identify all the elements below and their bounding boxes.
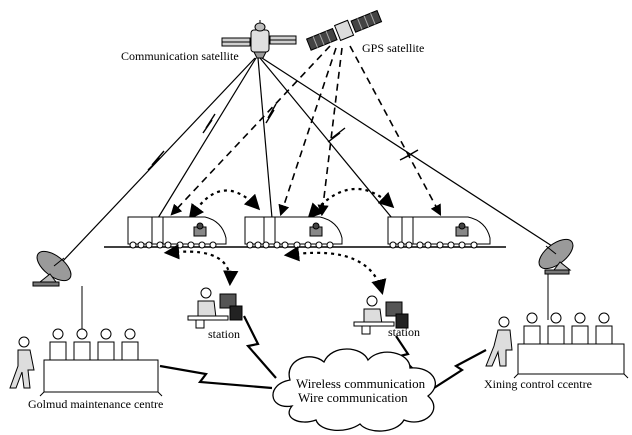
satellite-dish-icon xyxy=(32,250,72,287)
station-left-label: station xyxy=(208,327,240,341)
link-sat-to-train3 xyxy=(259,57,393,219)
gps-satellite-label: GPS satellite xyxy=(362,41,424,55)
xining-centre-label: Xining control ccentre xyxy=(484,377,592,391)
communication-satellite-label: Communication satellite xyxy=(121,49,239,63)
train-to-station-links xyxy=(163,244,387,295)
communication-satellite-icon xyxy=(221,20,297,59)
golmud-centre-label: Golmud maintenance centre xyxy=(28,397,163,411)
link-sat-to-train1 xyxy=(157,57,257,219)
golmud-to-cloud xyxy=(159,364,273,390)
train-icon xyxy=(244,216,343,249)
control-centre-icon xyxy=(485,312,629,379)
station-operator-icon xyxy=(187,287,243,329)
cloud-icon xyxy=(272,348,436,432)
train-icon xyxy=(127,216,227,249)
xining-to-cloud xyxy=(433,349,487,389)
station-left-to-cloud xyxy=(243,315,277,379)
station-right-label: station xyxy=(388,325,420,339)
control-centre-icon xyxy=(9,328,163,397)
wire-links xyxy=(159,315,487,390)
cloud-wire-label: Wire communication xyxy=(298,390,408,405)
satellite-dish-icon xyxy=(538,238,574,275)
wireless-zigzags xyxy=(147,103,419,171)
station-operator-icon xyxy=(353,295,409,335)
gps-satellite-icon xyxy=(305,9,383,51)
link-sat-to-train2 xyxy=(257,57,273,219)
cloud-wireless-label: Wireless communication xyxy=(296,376,426,391)
train-icon xyxy=(387,216,491,249)
train-to-train-links xyxy=(188,187,395,220)
gps-links xyxy=(170,45,442,217)
